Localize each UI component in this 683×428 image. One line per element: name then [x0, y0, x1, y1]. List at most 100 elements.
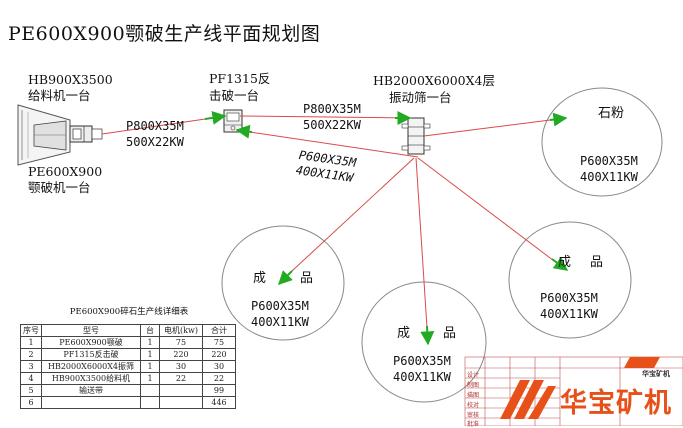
cell: 220: [202, 348, 236, 361]
conveyor2-power: 500X22KW: [303, 118, 361, 132]
cell: 30: [202, 360, 236, 373]
title-block-cell: 描图: [467, 392, 480, 399]
right-product-spec: P600X35M: [540, 291, 598, 305]
cell: 30: [159, 360, 203, 373]
powder-spec: P600X35M: [580, 154, 638, 168]
cell: 6: [20, 396, 42, 409]
title-block-cell: 批准: [467, 421, 480, 428]
title-block-cell: 制图: [467, 382, 480, 389]
stone-powder-label: 石粉: [598, 106, 625, 121]
cell: [41, 396, 141, 409]
cell: 1: [140, 336, 160, 349]
table-row: 6 446: [20, 396, 236, 409]
conveyor-impact-to-screen: [239, 115, 411, 119]
cell: PF1315反击破: [41, 348, 141, 361]
title-block-cell: 校对: [467, 402, 480, 409]
impact-crusher: [223, 109, 243, 133]
left-product-char2: 品: [300, 271, 314, 286]
table-row: 1 PE600X900颚破 1 75 75: [20, 336, 236, 349]
page-title: PE600X900颚破生产线平面规划图: [8, 23, 321, 45]
cell: 1: [140, 372, 160, 385]
cell: 75: [202, 336, 236, 349]
cell: 4: [20, 372, 42, 385]
cell: 22: [159, 372, 203, 385]
arrow-to-impact-return: [235, 124, 253, 139]
arrow-to-bottom: [420, 325, 435, 346]
cell: [140, 384, 160, 397]
table-row: 4 HB900X3500给料机 1 22 22: [20, 372, 236, 385]
jaw-name-label: 颚破机一台: [28, 180, 91, 195]
jaw-model-label: PE600X900: [28, 164, 103, 179]
feeder-name-label: 给料机一台: [28, 88, 91, 103]
impact-name-label: 击破一台: [209, 88, 260, 103]
cell: [159, 396, 203, 409]
cell: 2: [20, 348, 42, 361]
cell: 99: [202, 384, 236, 397]
cell: HB900X3500给料机: [41, 372, 141, 385]
bottom-product-spec: P600X35M: [393, 354, 451, 368]
header-total: 合计: [202, 324, 236, 337]
screen-name-label: 振动筛一台: [389, 90, 452, 105]
cell: 446: [202, 396, 236, 409]
spec-table-header: 序号 型号 台 电机(kw) 合计: [20, 324, 236, 337]
table-row: 2 PF1315反击破 1 220 220: [20, 348, 236, 361]
header-no: 序号: [20, 324, 42, 337]
product-pile-left: [221, 225, 345, 341]
table-row: 5 输送带 99: [20, 384, 236, 397]
cell: 输送带: [41, 384, 141, 397]
bottom-product-char2: 品: [443, 326, 457, 341]
header-qty: 台: [140, 324, 160, 337]
cell: 3: [20, 360, 42, 373]
cell: HB2000X6000X4振筛: [41, 360, 141, 373]
conveyor-screen-to-right: [417, 157, 567, 271]
powder-power: 400X11KW: [580, 170, 638, 184]
logo-small-text: 华宝矿机: [642, 370, 670, 378]
spec-table-title: PE600X900碎石生产线详细表: [69, 307, 189, 317]
title-block-cell: 审核: [467, 412, 480, 419]
vibrating-screen: [401, 117, 431, 155]
cell: 75: [159, 336, 203, 349]
flow-arrows: [204, 110, 569, 346]
bottom-product-power: 400X11KW: [393, 370, 451, 384]
jaw-crusher: [69, 125, 103, 143]
table-row: 3 HB2000X6000X4振筛 1 30 30: [20, 360, 236, 373]
arrow-to-left: [278, 270, 293, 285]
header-motor: 电机(kw): [159, 324, 203, 337]
left-product-spec: P600X35M: [251, 299, 309, 313]
stone-powder-pile: [541, 87, 663, 197]
right-product-power: 400X11KW: [540, 307, 598, 321]
conveyor-screen-to-powder: [423, 117, 567, 137]
right-product-char2: 品: [590, 255, 604, 270]
right-product-char1: 成: [558, 255, 572, 270]
title-block-cell: 设计: [467, 372, 480, 379]
arrow-to-right: [551, 256, 569, 271]
cell: PE600X900颚破: [41, 336, 141, 349]
conveyor1-power: 500X22KW: [126, 135, 184, 149]
cell: 1: [20, 336, 42, 349]
impact-model-label: PF1315反: [209, 71, 271, 86]
header-model: 型号: [41, 324, 141, 337]
conveyor-screen-to-bottom: [415, 157, 429, 344]
arrow-to-powder: [549, 112, 568, 127]
feeder-model-label: HB900X3500: [28, 72, 113, 87]
spec-table: 序号 型号 台 电机(kw) 合计 1 PE600X900颚破 1 75 75 …: [20, 324, 236, 409]
bottom-product-char1: 成: [397, 326, 411, 341]
arrow-jaw-to-impact: [204, 110, 227, 125]
conveyors: [101, 115, 567, 344]
cell: [159, 384, 203, 397]
conveyor-screen-to-impact: [235, 129, 419, 158]
product-pile-right: [508, 221, 632, 339]
screen-model-label: HB2000X6000X4层: [373, 73, 495, 88]
cell: 22: [202, 372, 236, 385]
conveyor2-spec: P800X35M: [303, 102, 361, 116]
cell: [140, 396, 160, 409]
logo-text: 华宝矿机: [560, 388, 672, 419]
cell: 220: [159, 348, 203, 361]
conveyor-screen-to-left: [278, 157, 415, 284]
cell: 1: [140, 348, 160, 361]
conveyor1-spec: P800X35M: [126, 119, 184, 133]
feeder-machine: [17, 104, 71, 166]
logo-mark: [500, 357, 660, 419]
left-product-char1: 成: [253, 271, 267, 286]
